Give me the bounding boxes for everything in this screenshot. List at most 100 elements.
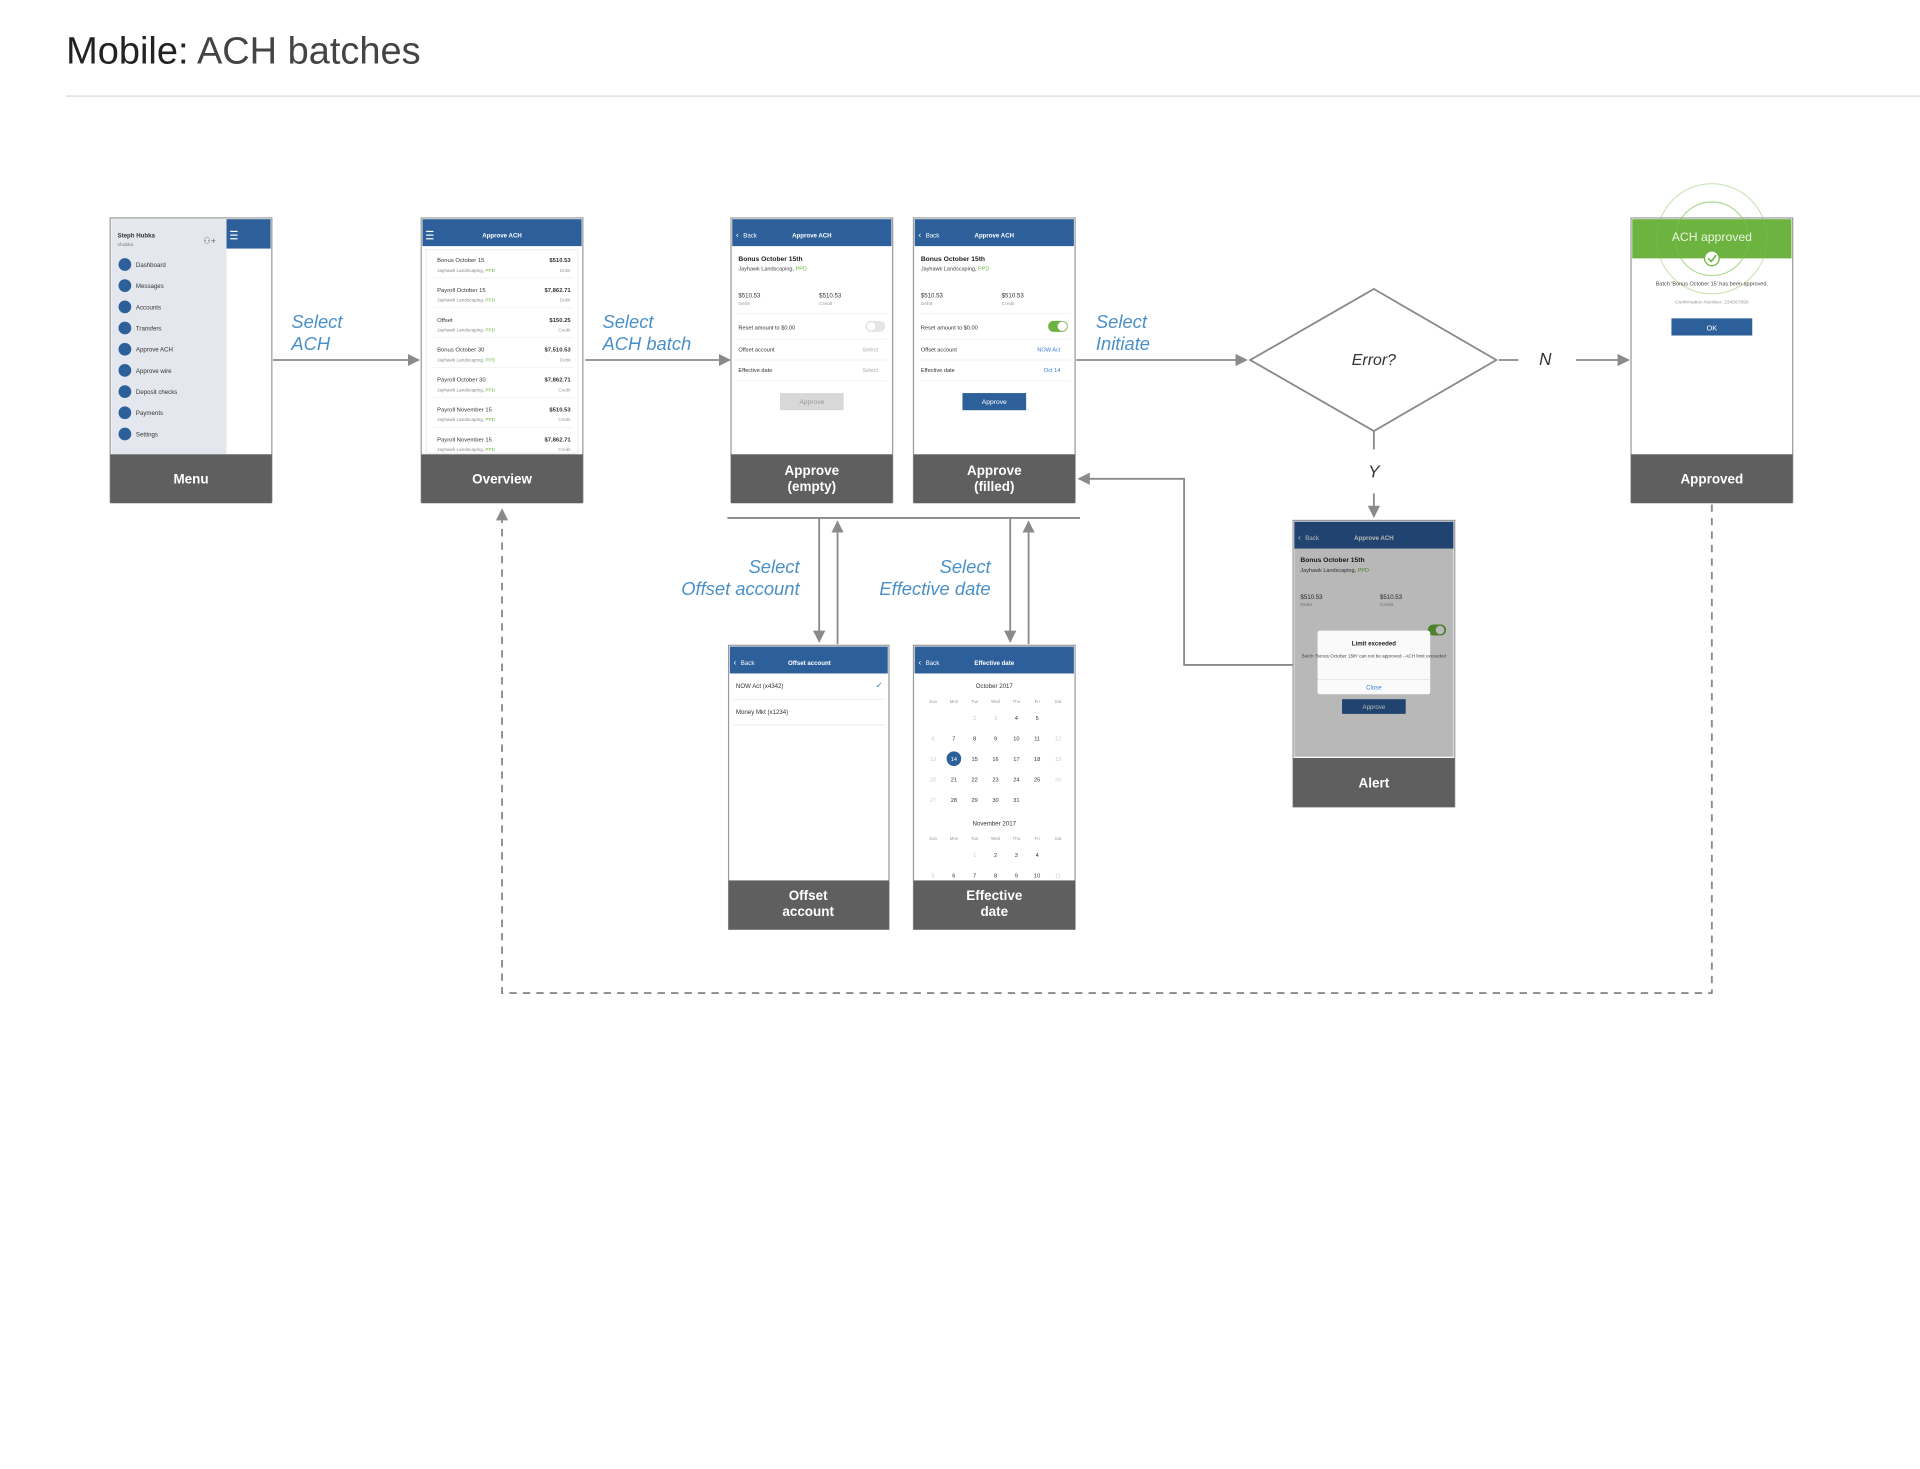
- label-select-offset-2: Offset account: [681, 578, 800, 599]
- date-label: Effective date: [738, 368, 772, 374]
- calendar-day[interactable]: 26: [1055, 777, 1061, 783]
- calendar-day[interactable]: 13: [930, 757, 936, 763]
- row-name: Payroll November 15: [437, 407, 492, 413]
- menu-item-5[interactable]: Approve wire: [136, 368, 172, 375]
- calendar-day[interactable]: 2: [994, 853, 997, 859]
- label-select-ach-2: ACH: [290, 333, 331, 354]
- calendar-day[interactable]: 11: [1034, 736, 1040, 742]
- screen-header: Approve ACH: [975, 233, 1015, 240]
- calendar-day[interactable]: 23: [992, 777, 998, 783]
- calendar-day[interactable]: 14: [951, 757, 957, 763]
- row-name: Payroll October 15: [437, 288, 486, 294]
- menu-item-2[interactable]: Accounts: [136, 304, 161, 311]
- alert-caption-bar: [1293, 757, 1455, 807]
- calendar-day[interactable]: 8: [994, 874, 997, 880]
- alert-tag: PPD: [1358, 568, 1369, 574]
- menu-item-4[interactable]: Approve ACH: [136, 347, 173, 354]
- calendar-day[interactable]: 18: [1034, 757, 1040, 763]
- calendar-day[interactable]: 5: [1036, 716, 1039, 722]
- calendar-day[interactable]: 15: [972, 757, 978, 763]
- calendar-day[interactable]: 21: [951, 777, 957, 783]
- date-value[interactable]: Oct 14: [1044, 368, 1061, 374]
- debit-label: Debit: [921, 301, 933, 307]
- back-link[interactable]: Back: [926, 233, 941, 240]
- calendar-day[interactable]: 4: [1036, 853, 1039, 859]
- caption-line-2: (filled): [974, 479, 1014, 494]
- offset-value[interactable]: Select: [862, 347, 878, 353]
- weekday-label: Tue: [971, 699, 979, 704]
- calendar-day[interactable]: 11: [1055, 874, 1061, 880]
- calendar-day[interactable]: 10: [1013, 736, 1019, 742]
- row-amount: $510.53: [549, 407, 571, 413]
- calendar-day[interactable]: 17: [1013, 757, 1019, 763]
- calendar-day[interactable]: 20: [930, 777, 936, 783]
- weekday-label: Sat: [1055, 699, 1062, 704]
- row-company: Jayhawk Landscaping, PPD: [437, 447, 495, 452]
- menu-item-7[interactable]: Payments: [136, 410, 163, 417]
- row-amount: $510.53: [549, 258, 571, 264]
- overview-header: Approve ACH: [482, 233, 522, 240]
- row-name: Payroll October 30: [437, 378, 486, 384]
- menu-item-6[interactable]: Deposit checks: [136, 389, 177, 396]
- caption-bar: [731, 454, 893, 504]
- label-select-batch-2: ACH batch: [601, 333, 691, 354]
- row-company: Jayhawk Landscaping, PPD: [437, 328, 495, 333]
- back-link[interactable]: Back: [743, 233, 758, 240]
- alert-header: Approve ACH: [1354, 535, 1394, 542]
- menu-item-0[interactable]: Dashboard: [136, 262, 166, 269]
- dialog-close-button: Close: [1366, 684, 1382, 691]
- weekday-label: Fri: [1035, 836, 1040, 841]
- debit-amount: $510.53: [921, 293, 944, 300]
- calendar-day[interactable]: 31: [1013, 798, 1019, 804]
- calendar-day[interactable]: 19: [1055, 757, 1061, 763]
- approve-button[interactable]: [780, 393, 844, 411]
- calendar-day[interactable]: 28: [951, 798, 957, 804]
- calendar-day[interactable]: 24: [1013, 777, 1019, 783]
- label-yes: Y: [1368, 462, 1381, 482]
- weekday-label: Sun: [929, 836, 937, 841]
- approve-button[interactable]: [962, 393, 1027, 411]
- calendar-day[interactable]: 30: [992, 798, 998, 804]
- row-company: Jayhawk Landscaping, PPD: [437, 298, 495, 303]
- calendar-day[interactable]: 5: [931, 874, 934, 880]
- calendar-day[interactable]: 22: [972, 777, 978, 783]
- calendar-day[interactable]: 25: [1034, 777, 1040, 783]
- menu-item-8[interactable]: Settings: [136, 431, 158, 438]
- calendar-day[interactable]: 7: [952, 736, 955, 742]
- calendar-day[interactable]: 4: [1015, 716, 1018, 722]
- batch-name: Bonus October 15th: [921, 256, 985, 263]
- row-type: Credit: [558, 328, 571, 333]
- screen-header: Approve ACH: [792, 233, 832, 240]
- offset-value[interactable]: NOW Act: [1037, 347, 1061, 353]
- calendar-day[interactable]: 16: [992, 757, 998, 763]
- label-select-initiate-1: Select: [1096, 311, 1148, 332]
- calendar-day[interactable]: 10: [1034, 874, 1040, 880]
- row-name: Bonus October 15: [437, 258, 485, 264]
- calendar-day[interactable]: 8: [973, 736, 976, 742]
- calendar-day[interactable]: 3: [994, 716, 997, 722]
- dialog-title: Limit exceeded: [1352, 640, 1396, 647]
- weekday-label: Thu: [1013, 699, 1021, 704]
- calendar-day[interactable]: 2: [973, 716, 976, 722]
- calendar-day[interactable]: 1: [973, 853, 976, 859]
- calendar-day[interactable]: 6: [931, 736, 934, 742]
- calendar-day[interactable]: 29: [972, 798, 978, 804]
- menu-item-icon: [118, 300, 132, 314]
- calendar-day[interactable]: 12: [1055, 736, 1061, 742]
- calendar-day[interactable]: 6: [952, 874, 955, 880]
- calendar-day[interactable]: 9: [994, 736, 997, 742]
- weekday-label: Sun: [929, 699, 937, 704]
- offset-option-2: Money Mkt (x1234): [736, 709, 788, 716]
- calendar-day[interactable]: 7: [973, 874, 976, 880]
- calendar-day[interactable]: 9: [1015, 874, 1018, 880]
- alert-dialog: [1317, 630, 1431, 695]
- calendar-day[interactable]: 3: [1015, 853, 1018, 859]
- row-type: Debit: [560, 298, 572, 303]
- overview-caption-bar: [421, 454, 583, 504]
- menu-item-3[interactable]: Transfers: [136, 325, 162, 332]
- menu-item-1[interactable]: Messages: [136, 283, 164, 290]
- date-value[interactable]: Select: [862, 368, 878, 374]
- calendar-day[interactable]: 27: [930, 798, 936, 804]
- row-company: Jayhawk Landscaping, PPD: [437, 268, 495, 273]
